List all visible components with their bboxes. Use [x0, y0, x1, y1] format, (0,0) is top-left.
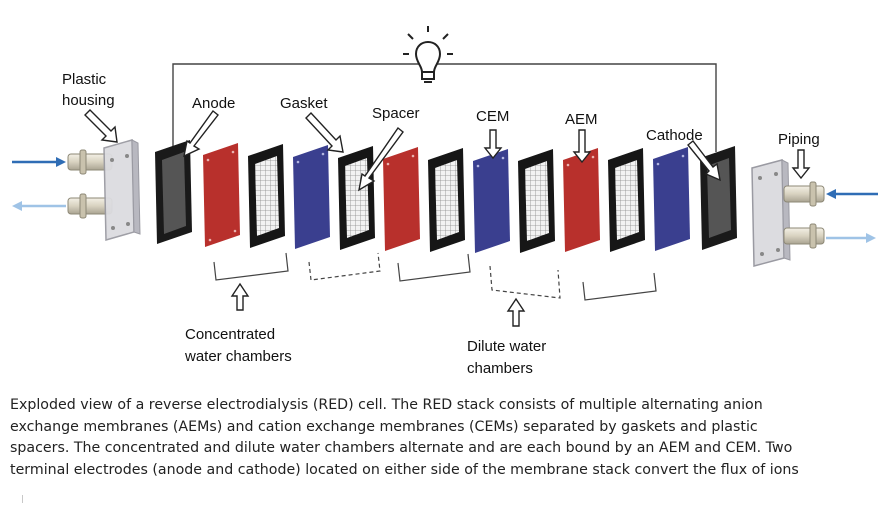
caption-line: spacers. The concentrated and dilute wat… — [10, 440, 793, 456]
anode-label: Anode — [192, 95, 235, 112]
spacer-label: Spacer — [372, 105, 420, 122]
concentrated-label-line1: Concentrated — [185, 326, 275, 343]
gasket-spacer-3 — [428, 148, 465, 252]
cem-membrane-3 — [653, 147, 690, 251]
cem-label: CEM — [476, 108, 509, 125]
gasket-spacer-1 — [248, 144, 285, 248]
caption-line: terminal electrodes (anode and cathode) … — [10, 461, 799, 478]
dilute-label-line2: chambers — [467, 360, 533, 377]
piping-label: Piping — [778, 131, 820, 148]
left-plastic-housing — [103, 139, 141, 241]
right-plastic-housing — [751, 159, 791, 267]
gasket-spacer-4 — [518, 149, 555, 253]
cem-membrane-2 — [473, 149, 510, 253]
anode-electrode — [155, 140, 192, 244]
inflow-arrow-left — [12, 157, 66, 167]
caption-line: Exploded view of a reverse electrodialys… — [10, 397, 763, 413]
gasket-label: Gasket — [280, 95, 328, 112]
caption-line: exchange membranes (AEMs) and cation exc… — [10, 418, 758, 435]
concentrated-label-line2: water chambers — [184, 348, 292, 365]
gasket-spacer-5 — [608, 148, 645, 252]
outflow-arrow-left — [12, 201, 66, 211]
cathode-label: Cathode — [646, 127, 703, 144]
arrow-icon — [84, 109, 811, 327]
outflow-arrow-right — [826, 233, 876, 243]
plastic-housing-label-line1: Plastic — [62, 71, 107, 88]
text-cursor — [22, 495, 23, 503]
aem-label: AEM — [565, 111, 598, 128]
figure-caption: Exploded view of a reverse electrodialys… — [10, 395, 880, 481]
red-cell-diagram: Plastic housing Anode Gasket Spacer CEM … — [12, 26, 878, 377]
right-piping — [783, 181, 825, 249]
inflow-arrow-right — [826, 189, 878, 199]
circuit-wire — [172, 63, 717, 152]
aem-membrane-2 — [383, 147, 420, 251]
concentrated-chamber-brackets — [213, 252, 657, 301]
gasket-spacer-2 — [338, 146, 375, 250]
aem-membrane-3 — [563, 148, 600, 252]
cem-membrane-1 — [293, 145, 330, 249]
dilute-label-line1: Dilute water — [467, 338, 546, 355]
light-bulb-icon — [403, 26, 453, 83]
dilute-chamber-brackets — [308, 252, 561, 299]
aem-membrane-1 — [203, 143, 240, 247]
plastic-housing-label-line2: housing — [62, 92, 115, 109]
